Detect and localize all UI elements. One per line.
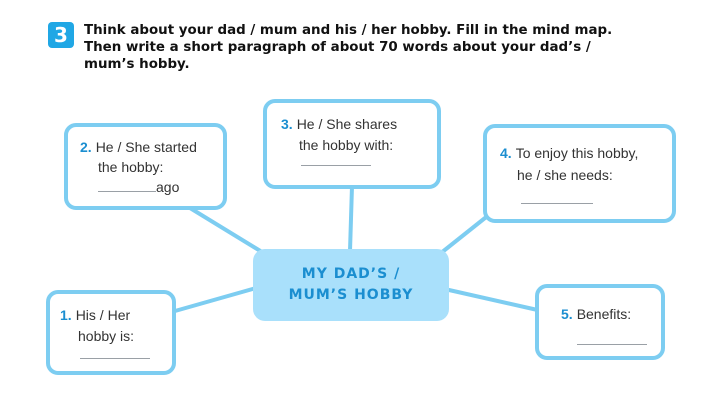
box-number: 4. [500,145,512,161]
box-label: His / Her [75,307,131,323]
box-label: he / she needs: [517,167,613,183]
task-number-badge: 3 [48,22,74,48]
instruction-line: Then write a short paragraph of about 70… [84,40,591,55]
mind-map-box-started: 2.He / She started the hobby: ago [64,123,227,210]
instruction-line: mum’s hobby. [84,57,190,72]
box-label: Benefits: [576,306,632,322]
box-label: the hobby: [98,159,164,175]
mind-map-box-benefits: 5.Benefits: [535,284,665,360]
connector-line [188,206,264,254]
box-line: 3.He / She shares [281,115,397,134]
mind-map-box-needs: 4.To enjoy this hobby, he / she needs: [483,124,676,223]
box-suffix: ago [156,179,180,195]
center-title-line: MY DAD’S / [301,266,401,282]
instruction-line: Think about your dad / mum and his / her… [84,23,613,38]
mind-map-box-shares: 3.He / She shares the hobby with: [263,99,441,189]
answer-blank[interactable] [521,203,593,204]
mind-map-center: MY DAD’S / MUM’S HOBBY [253,249,449,321]
box-line: 1.His / Her [60,306,130,325]
box-number: 5. [561,306,573,322]
connector-line [173,286,258,313]
box-label: He / She started [95,139,197,155]
task-instructions: Think about your dad / mum and his / her… [84,22,694,73]
answer-blank[interactable] [301,165,371,166]
center-title-line: MUM’S HOBBY [288,287,414,303]
connector-line [348,184,354,253]
answer-blank[interactable] [577,344,647,345]
answer-blank[interactable] [80,358,150,359]
box-number: 2. [80,139,92,155]
box-label: To enjoy this hobby, [515,145,639,161]
box-label: hobby is: [78,328,135,344]
box-line: 5.Benefits: [561,305,631,324]
box-label: the hobby with: [299,137,394,153]
box-answer-line: ago [98,178,179,197]
box-label: He / She shares [296,116,398,132]
box-number: 1. [60,307,72,323]
box-line: 2.He / She started [80,138,197,157]
box-number: 3. [281,116,293,132]
box-line: 4.To enjoy this hobby, [500,144,638,163]
connector-line [439,212,492,255]
connector-line [447,288,544,313]
answer-blank[interactable] [98,191,156,192]
mind-map-box-hobby: 1.His / Her hobby is: [46,290,176,375]
